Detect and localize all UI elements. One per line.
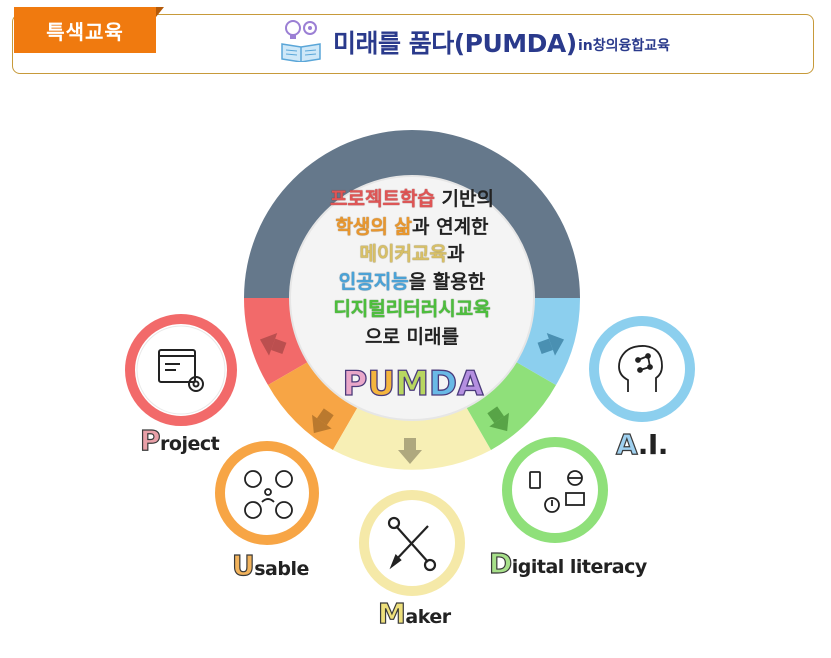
ring-orange-segment [268, 355, 363, 450]
ai-label: A.I. [615, 427, 668, 461]
ai-brain-icon [618, 345, 663, 392]
page-subtitle: in창의융합교육 [578, 38, 671, 54]
digital-label: Digital literacy [488, 546, 647, 580]
pumda-logo: PUMDA [342, 363, 484, 404]
center-line-4: 인공지능을 활용한 [338, 270, 486, 293]
arrow-to-digital [487, 406, 509, 432]
center-statement: 프로젝트학습 기반의 학생의 삶과 연계한 메이커교육과 인공지능을 활용한 디… [300, 186, 524, 351]
project-node [125, 314, 237, 426]
arrow-to-usable [312, 408, 334, 434]
project-label: Project [139, 423, 220, 457]
maker-node [359, 490, 465, 596]
digital-node [502, 437, 608, 543]
center-line-5: 디지털리터러시교육 [333, 298, 491, 320]
center-line-1: 프로젝트학습 기반의 [330, 188, 494, 210]
ai-node [589, 316, 695, 422]
page-title: 미래를 품다(PUMDA) [333, 29, 577, 58]
arrow-to-maker [398, 438, 422, 464]
maker-label: Maker [377, 596, 451, 630]
usable-node [215, 441, 319, 545]
ring-green-segment [461, 355, 556, 450]
usable-label: Usable [231, 548, 309, 582]
idea-book-icon [281, 20, 321, 62]
ring-top-segment [244, 130, 580, 298]
tag-fold [156, 7, 164, 17]
center-line-6: 으로 미래를 [364, 325, 459, 348]
wrench-pencil-icon [387, 516, 437, 572]
arrow-to-ai [537, 333, 565, 356]
blueprint-gear-icon [158, 349, 204, 392]
center-line-2: 학생의 삶과 연계한 [335, 215, 489, 238]
center-line-3: 메이커교육과 [359, 243, 465, 265]
ring-yellow-segment [333, 398, 491, 470]
arrow-to-project [259, 333, 287, 356]
devices-network-icon [529, 470, 585, 513]
multi-tool-icon [244, 470, 293, 519]
center-disc [290, 176, 534, 420]
category-tag: 특색교육 [14, 7, 156, 53]
